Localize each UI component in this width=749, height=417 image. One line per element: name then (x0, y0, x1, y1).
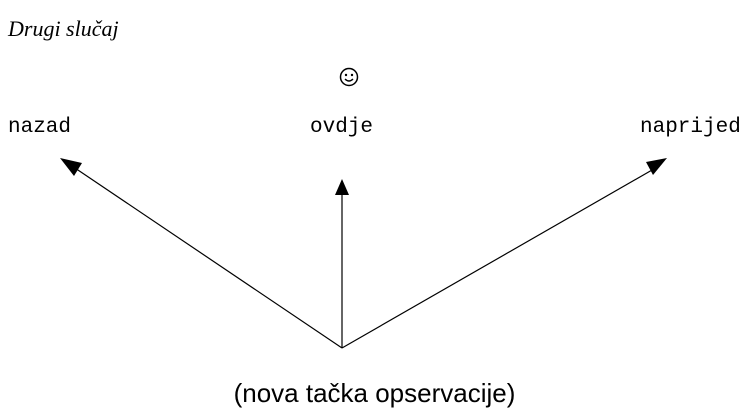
label-here: ovdje (310, 116, 374, 139)
arrowhead-back (60, 158, 82, 176)
arrowhead-forward (646, 158, 667, 175)
diagram-title: Drugi slučaj (8, 16, 119, 41)
label-back: nazad (8, 116, 72, 139)
label-forward: naprijed (640, 116, 741, 139)
arrowhead-here (335, 179, 349, 195)
smiley-face-icon (339, 67, 359, 87)
arrow-back-line (71, 165, 343, 349)
arrow-forward-line (341, 165, 660, 349)
observation-point-caption: (nova tačka opservacije) (233, 378, 516, 408)
